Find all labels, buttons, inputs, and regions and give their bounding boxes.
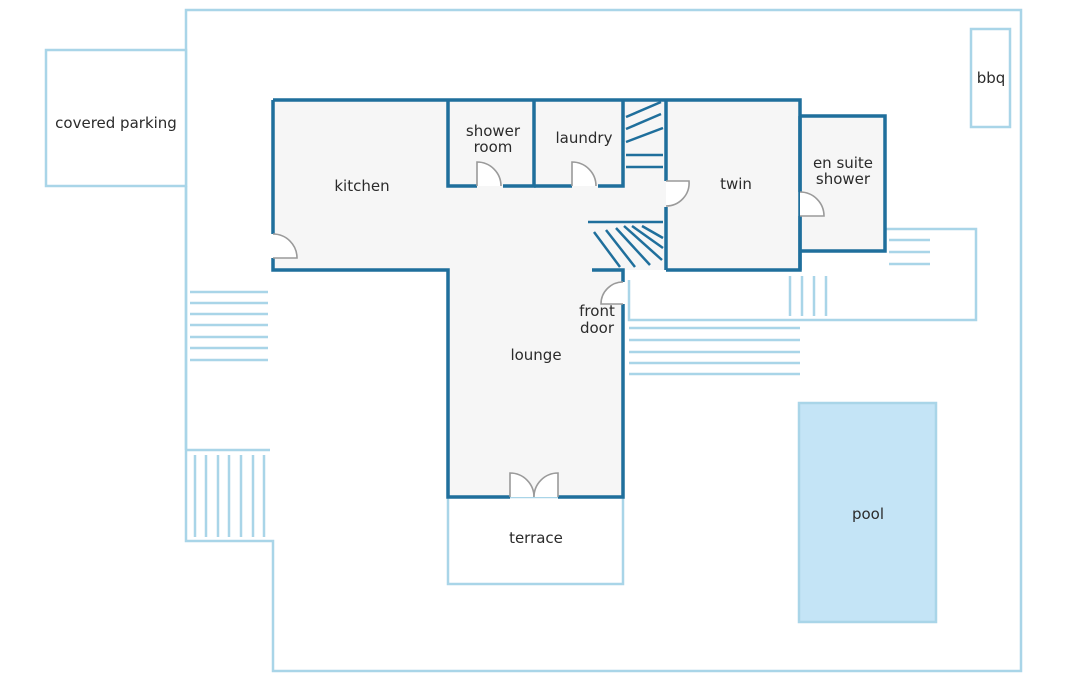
twin-door <box>665 180 690 207</box>
ensuite-door <box>799 191 825 217</box>
front-door-label-line1: front <box>579 302 615 320</box>
terrace-label: terrace <box>509 529 563 547</box>
lower-left-steps <box>193 455 266 537</box>
shower-room-label-line1: shower <box>466 122 521 140</box>
pool-label: pool <box>852 505 884 523</box>
doors <box>272 161 825 498</box>
kitchen-label: kitchen <box>334 177 389 195</box>
terrace-area <box>446 495 625 586</box>
right-deck-outline <box>627 227 978 322</box>
pool-area <box>797 401 938 624</box>
shower-room-door <box>476 161 502 187</box>
house-walls <box>271 98 887 499</box>
kitchen-door <box>272 233 298 259</box>
bbq-label: bbq <box>977 69 1006 87</box>
twin-steps <box>788 276 828 316</box>
terrace-door-right <box>533 472 559 498</box>
covered-parking-area <box>44 48 188 188</box>
lounge-label: lounge <box>510 346 561 364</box>
twin-label: twin <box>720 175 752 193</box>
front-door-label-line2: door <box>580 319 615 337</box>
bbq-area <box>969 27 1012 129</box>
front-door-swing <box>600 281 624 305</box>
ensuite-label-line2: shower <box>816 170 871 188</box>
staircase <box>588 100 664 268</box>
laundry-door <box>571 161 597 187</box>
front-steps <box>629 326 800 376</box>
house-floor <box>273 100 800 497</box>
ensuite-label-line1: en suite <box>813 154 873 172</box>
ensuite-steps <box>889 238 930 266</box>
laundry-label: laundry <box>556 129 613 147</box>
left-steps <box>190 290 268 362</box>
ensuite-floor <box>800 116 885 251</box>
covered-parking-label: covered parking <box>55 114 177 132</box>
shower-room-label-line2: room <box>474 138 513 156</box>
